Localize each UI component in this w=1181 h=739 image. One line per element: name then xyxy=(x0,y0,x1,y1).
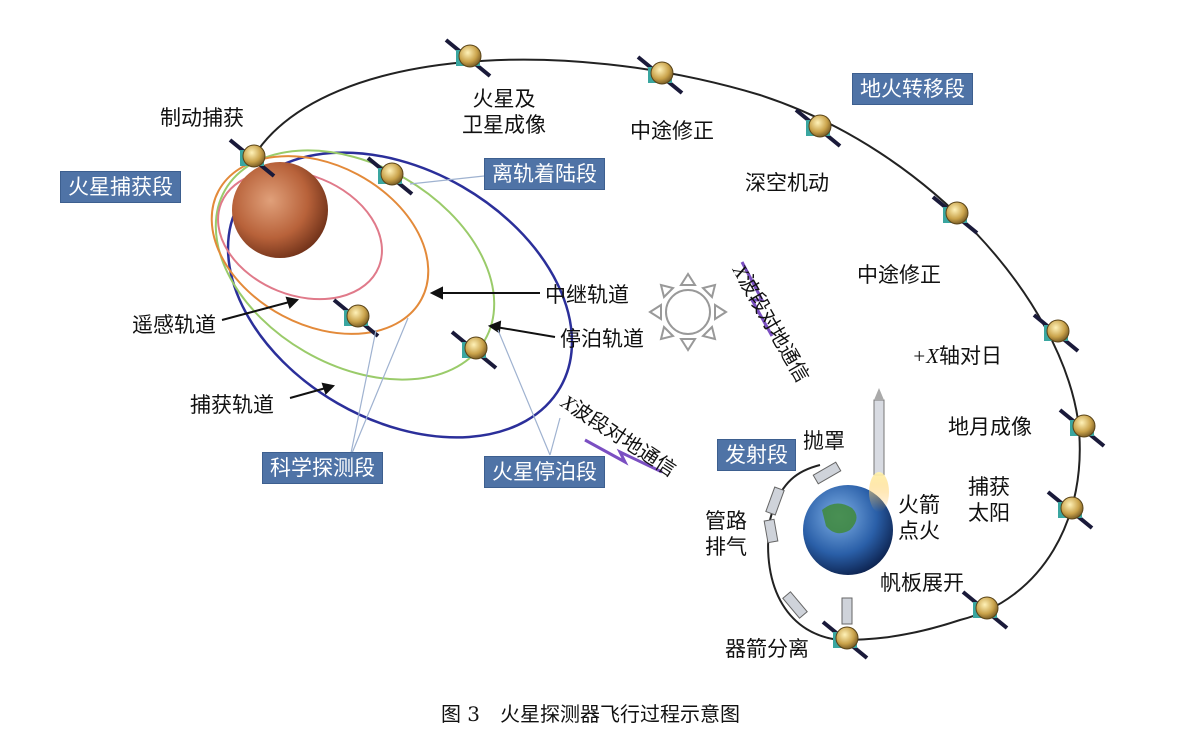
label-line: 火星及 xyxy=(472,87,536,111)
label-line: 管路 xyxy=(705,509,747,533)
phase-mars-parking: 火星停泊段 xyxy=(484,456,605,488)
label-earth-moon-imaging: 地月成像 xyxy=(948,415,1032,439)
probe-icon xyxy=(794,108,842,148)
label-parking-orbit: 停泊轨道 xyxy=(560,327,644,351)
label-line: 捕获 xyxy=(968,475,1010,499)
probe-icon xyxy=(444,38,492,78)
earth-land xyxy=(822,503,857,534)
probe-icon xyxy=(1032,313,1080,353)
label-deep-space-maneuver: 深空机动 xyxy=(745,171,829,195)
label-midcourse-2: 中途修正 xyxy=(857,263,941,287)
label-mars-satellite-imaging: 火星及 卫星成像 xyxy=(462,86,546,138)
launch-stages xyxy=(763,461,853,625)
phase-launch: 发射段 xyxy=(717,439,796,471)
rocket-icon xyxy=(869,388,889,512)
label-brake-capture: 制动捕获 xyxy=(160,106,244,130)
parking-orbit-ring xyxy=(214,149,496,381)
label-line: 太阳 xyxy=(968,501,1010,525)
label-pipe-vent: 管路 排气 xyxy=(705,508,747,560)
probe-icon xyxy=(1058,408,1106,448)
comm-bolt xyxy=(740,261,774,337)
label-fairing-jettison: 抛罩 xyxy=(803,429,845,453)
label-capture-orbit: 捕获轨道 xyxy=(190,393,274,417)
phase-science: 科学探测段 xyxy=(262,452,383,484)
probe-icon xyxy=(1046,490,1094,530)
label-line: 卫星成像 xyxy=(462,113,546,137)
comm-bolt xyxy=(584,438,663,474)
phase-earth-mars-transfer: 地火转移段 xyxy=(852,73,973,105)
callout-arrows xyxy=(221,286,556,399)
leader-lines xyxy=(349,175,561,459)
label-x-axis-suffix: 轴对日 xyxy=(939,344,1002,368)
label-panel-deploy: 帆板展开 xyxy=(880,571,964,595)
label-ignition: 火箭 点火 xyxy=(898,492,940,544)
label-line: 排气 xyxy=(705,535,747,559)
label-midcourse-1: 中途修正 xyxy=(630,119,714,143)
label-capture-sun: 捕获 太阳 xyxy=(968,474,1010,526)
label-relay-orbit: 中继轨道 xyxy=(545,283,629,307)
probe-icon xyxy=(332,298,380,338)
phase-deorbit-landing: 离轨着陆段 xyxy=(484,158,605,190)
figure-caption: 图 3 火星探测器飞行过程示意图 xyxy=(440,702,741,726)
probe-icon xyxy=(961,590,1009,630)
label-separation: 器箭分离 xyxy=(725,637,809,661)
mars-planet xyxy=(232,162,328,258)
phase-mars-capture: 火星捕获段 xyxy=(60,171,181,203)
relay-orbit-ring xyxy=(210,155,430,335)
label-x-axis-sun: +X轴对日 xyxy=(912,343,1002,369)
sun-icon xyxy=(648,272,728,352)
label-line: 点火 xyxy=(898,519,940,543)
transfer-orbit xyxy=(257,58,1081,641)
probe-icon xyxy=(450,330,498,370)
remote-orbit-ring xyxy=(217,169,383,301)
label-x-axis-prefix: +X xyxy=(912,344,939,368)
probe-icon xyxy=(366,156,414,196)
probe-icon xyxy=(931,195,979,235)
label-line: 火箭 xyxy=(898,493,940,517)
label-remote-orbit: 遥感轨道 xyxy=(132,313,216,337)
